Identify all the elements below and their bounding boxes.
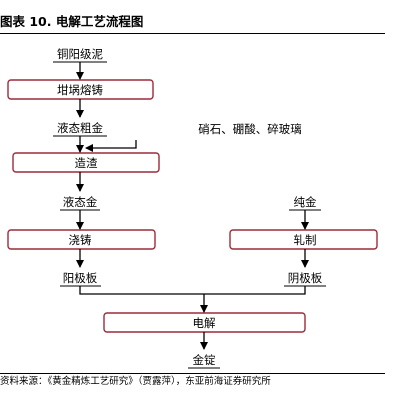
box-slagging: [12, 152, 160, 173]
connector-anode-down: [79, 286, 306, 295]
label-pure-gold: 纯金: [294, 195, 317, 209]
source-note: 资料来源：《黄金精炼工艺研究》（贾露萍），东亚前海证券研究所: [0, 376, 271, 387]
label-copper-anode-mud: 铜阳级泥: [57, 47, 103, 61]
title-divider: [0, 33, 385, 34]
label-gold-ingot: 金锭: [193, 353, 216, 367]
label-liquid-crude-gold: 液态粗金: [57, 121, 103, 135]
label-slagging: 造渣: [75, 156, 98, 170]
footnote-divider: [0, 373, 385, 374]
figure-title: 图表 10. 电解工艺流程图: [0, 14, 144, 29]
box-casting: [7, 229, 156, 250]
arrow-reagents-to-slagging: [85, 140, 137, 152]
label-crucible-melting: 坩埚熔铸: [57, 83, 103, 97]
label-casting: 浇铸: [69, 233, 92, 247]
label-anode-plate: 阳极板: [63, 271, 98, 285]
label-electrolysis: 电解: [193, 316, 216, 330]
box-rolling: [229, 229, 378, 250]
flow-diagram: 铜阳级泥 坩埚熔铸 液态粗金 硝石、硼酸、碎玻璃 造渣 液态金 纯金 浇铸 轧制…: [7, 47, 378, 369]
label-cathode-plate: 阴极板: [288, 271, 323, 285]
label-liquid-gold: 液态金: [63, 195, 98, 209]
label-reagents: 硝石、硼酸、碎玻璃: [198, 122, 302, 136]
label-rolling: 轧制: [294, 233, 317, 247]
